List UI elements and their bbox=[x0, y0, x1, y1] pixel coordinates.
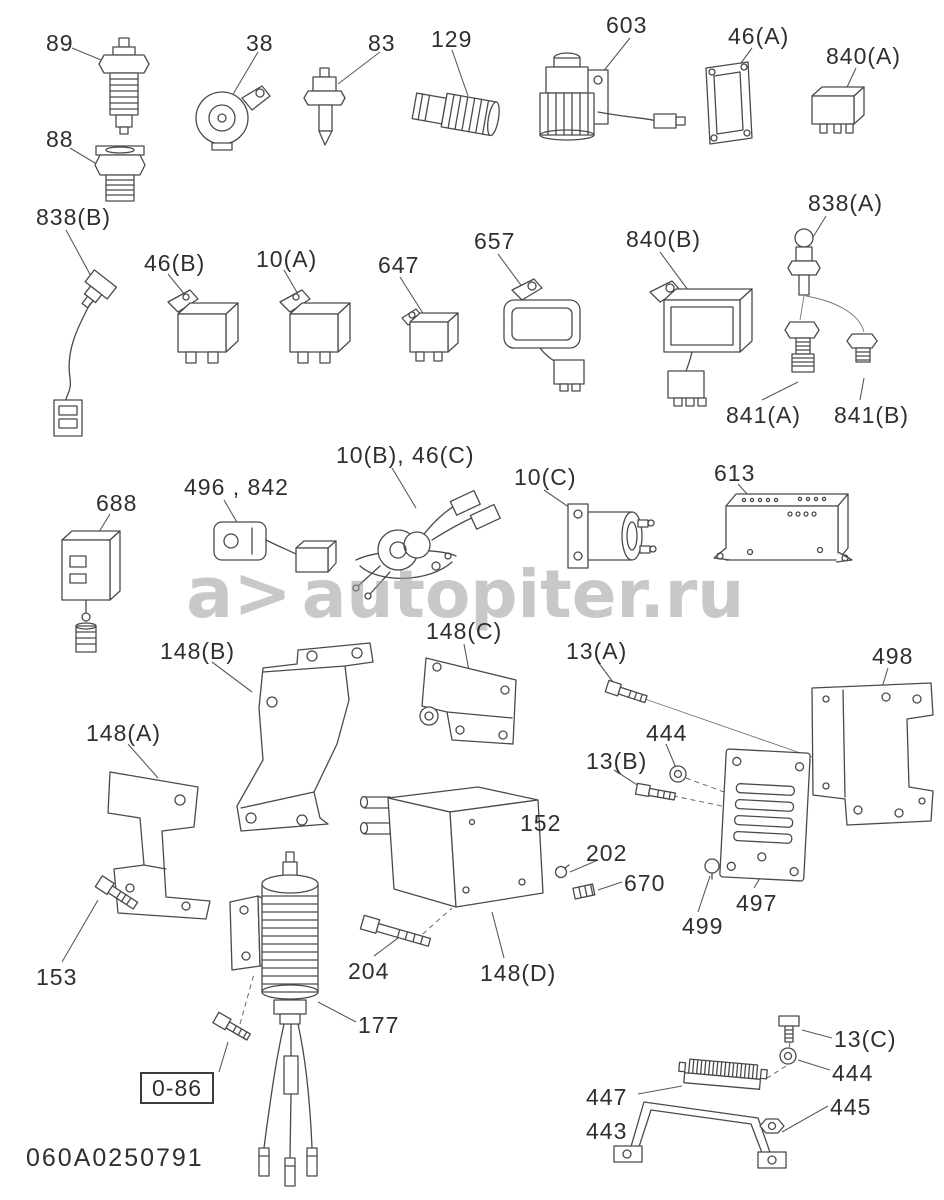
part-46B-relay bbox=[168, 290, 238, 363]
callout-840B[interactable]: 840(B) bbox=[626, 226, 702, 252]
callout-13B[interactable]: 13(B) bbox=[586, 748, 648, 774]
part-148C-bracket bbox=[420, 658, 516, 744]
part-10C-switch bbox=[568, 504, 656, 568]
part-38-horn bbox=[196, 86, 270, 150]
callout-838B[interactable]: 838(B) bbox=[36, 204, 112, 230]
part-88-fitting bbox=[95, 146, 145, 201]
callout-148A[interactable]: 148(A) bbox=[86, 720, 162, 746]
callout-129[interactable]: 129 bbox=[431, 26, 473, 52]
part-10B-46C-switch-assembly bbox=[353, 491, 500, 599]
part-840B-controller bbox=[650, 281, 752, 406]
part-838A-sensor bbox=[788, 229, 864, 332]
callout-688[interactable]: 688 bbox=[96, 490, 138, 516]
part-153-bolt bbox=[95, 876, 139, 911]
callout-647[interactable]: 647 bbox=[378, 252, 420, 278]
part-447-resistor bbox=[678, 1058, 768, 1090]
part-841A-fitting bbox=[785, 322, 819, 372]
part-148A-bracket bbox=[108, 772, 210, 919]
part-498-bracket bbox=[812, 683, 933, 825]
part-204-bolt bbox=[360, 915, 431, 948]
callout-89[interactable]: 89 bbox=[46, 30, 74, 56]
callout-10C[interactable]: 10(C) bbox=[514, 464, 577, 490]
part-148B-bracket bbox=[237, 643, 373, 831]
part-148D-bracket bbox=[361, 787, 544, 907]
callout-177[interactable]: 177 bbox=[358, 1012, 400, 1038]
callout-445[interactable]: 445 bbox=[830, 1094, 872, 1120]
part-443-bracket bbox=[614, 1102, 786, 1168]
callout-83[interactable]: 83 bbox=[368, 30, 396, 56]
callout-838A[interactable]: 838(A) bbox=[808, 190, 884, 216]
callout-444-upper[interactable]: 444 bbox=[646, 720, 688, 746]
callout-148C[interactable]: 148(C) bbox=[426, 618, 503, 644]
drawing-number: 060A0250791 bbox=[26, 1144, 204, 1172]
callout-202[interactable]: 202 bbox=[586, 840, 628, 866]
callout-840A[interactable]: 840(A) bbox=[826, 43, 902, 69]
callout-443[interactable]: 443 bbox=[586, 1118, 628, 1144]
part-688-unit bbox=[62, 531, 120, 652]
callout-204[interactable]: 204 bbox=[348, 958, 390, 984]
callout-10B-46C[interactable]: 10(B), 46(C) bbox=[336, 442, 475, 468]
part-497-cover-plate bbox=[720, 749, 811, 881]
part-46A-bracket bbox=[706, 62, 752, 144]
callout-10A[interactable]: 10(A) bbox=[256, 246, 318, 272]
part-445-nut bbox=[760, 1119, 784, 1133]
part-13B-bolt bbox=[636, 783, 676, 801]
callout-0-86[interactable]: 0-86 bbox=[140, 1072, 215, 1104]
callout-498[interactable]: 498 bbox=[872, 643, 914, 669]
part-89-sensor bbox=[99, 38, 149, 134]
part-13C-bolt bbox=[779, 1016, 799, 1042]
part-0-86-bolt bbox=[213, 1012, 252, 1041]
callout-13A[interactable]: 13(A) bbox=[566, 638, 628, 664]
callout-841A[interactable]: 841(A) bbox=[726, 402, 802, 428]
callout-670[interactable]: 670 bbox=[624, 870, 666, 896]
part-202-clip bbox=[556, 865, 570, 878]
part-603-solenoid bbox=[540, 53, 685, 140]
callout-88[interactable]: 88 bbox=[46, 126, 74, 152]
part-670-spacer bbox=[573, 884, 595, 899]
callout-152[interactable]: 152 bbox=[520, 810, 562, 836]
part-647-relay bbox=[402, 309, 458, 361]
part-444-washer-upper bbox=[670, 766, 686, 782]
callout-148D[interactable]: 148(D) bbox=[480, 960, 557, 986]
part-841B-fitting bbox=[847, 334, 877, 362]
callout-499[interactable]: 499 bbox=[682, 913, 724, 939]
callout-841B[interactable]: 841(B) bbox=[834, 402, 910, 428]
part-496-842-sensor bbox=[214, 522, 336, 572]
callout-603[interactable]: 603 bbox=[606, 12, 648, 38]
callout-613[interactable]: 613 bbox=[714, 460, 756, 486]
callout-46A[interactable]: 46(A) bbox=[728, 23, 790, 49]
callout-657[interactable]: 657 bbox=[474, 228, 516, 254]
part-444-washer-lower bbox=[780, 1048, 796, 1064]
part-10A-relay bbox=[280, 290, 350, 363]
callout-46B[interactable]: 46(B) bbox=[144, 250, 206, 276]
callout-148B[interactable]: 148(B) bbox=[160, 638, 236, 664]
callout-496-842[interactable]: 496 , 842 bbox=[184, 474, 289, 500]
callout-13C[interactable]: 13(C) bbox=[834, 1026, 897, 1052]
part-177-actuator bbox=[230, 852, 318, 1186]
part-613-control-unit bbox=[714, 494, 852, 562]
part-657-unit bbox=[504, 279, 584, 391]
part-129-switch bbox=[412, 88, 502, 136]
callout-444-lower[interactable]: 444 bbox=[832, 1060, 874, 1086]
part-838B-sensor-with-harness bbox=[54, 270, 116, 436]
callout-447[interactable]: 447 bbox=[586, 1084, 628, 1110]
callout-497[interactable]: 497 bbox=[736, 890, 778, 916]
part-499-grommet bbox=[705, 859, 719, 879]
part-83-sensor bbox=[304, 68, 345, 145]
callout-38[interactable]: 38 bbox=[246, 30, 274, 56]
part-840A-relay bbox=[812, 87, 864, 133]
part-13A-bolt bbox=[605, 680, 648, 704]
callout-153[interactable]: 153 bbox=[36, 964, 78, 990]
